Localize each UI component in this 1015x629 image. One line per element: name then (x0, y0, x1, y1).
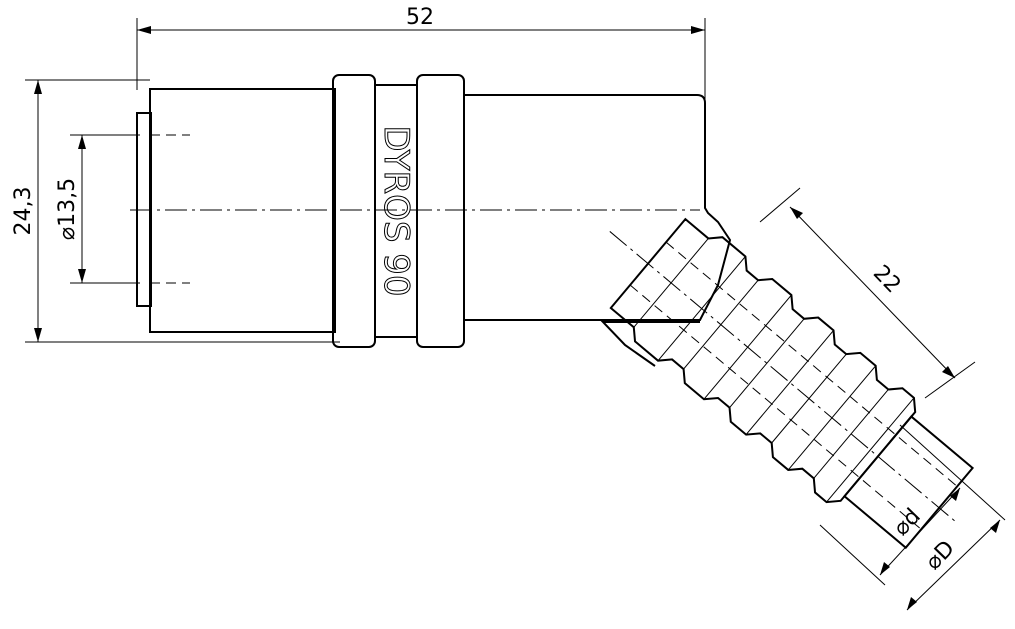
engraving-text: DYROS 90 (376, 125, 416, 296)
dim-hose-length: 22 (759, 187, 976, 399)
dim-inner-diameter-label: ⌀d (889, 504, 926, 541)
dim-hose-diameters: ⌀d ⌀D (819, 424, 1006, 611)
ribbed-section (609, 217, 917, 504)
knurled-ring-front (332, 74, 376, 348)
knurled-ring-rear (416, 74, 465, 348)
hose-barb (609, 217, 975, 550)
dim-overall-length-label: 52 (406, 5, 434, 30)
coupling-body: DYROS 90 (130, 74, 732, 367)
dim-bore-diameter-label: ⌀13,5 (55, 178, 80, 240)
dim-hose-length-label: 22 (868, 261, 905, 299)
dim-outer-diameter-label: ⌀D (921, 536, 960, 575)
dim-height: 24,3 (11, 79, 340, 343)
dim-overall-length: 52 (136, 5, 706, 108)
elbow (600, 321, 700, 367)
dim-height-label: 24,3 (11, 187, 36, 236)
rear-body (463, 94, 732, 321)
dim-bore-diameter: ⌀13,5 (55, 134, 140, 284)
